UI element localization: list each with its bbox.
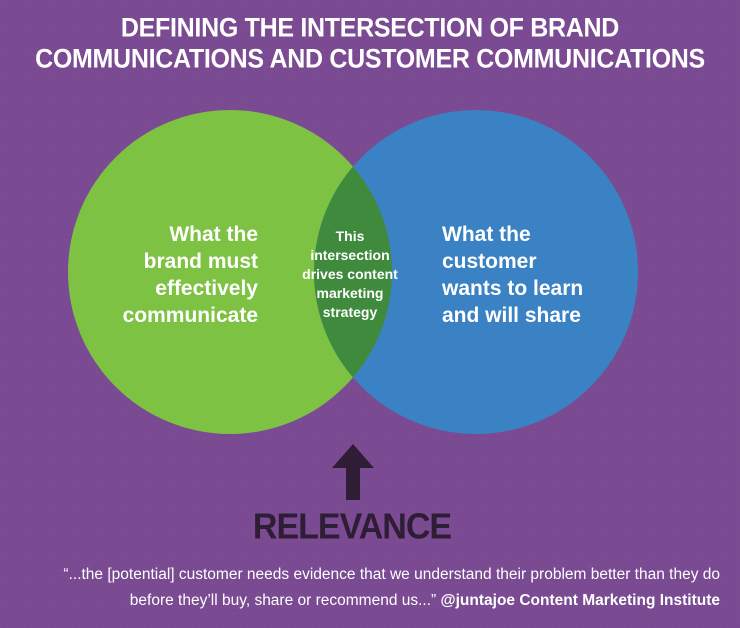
quote-line-2: before they’ll buy, share or recommend u… bbox=[130, 592, 720, 610]
intersection-label: This intersection drives content marketi… bbox=[284, 227, 416, 322]
intersection-label-line: intersection bbox=[310, 247, 390, 263]
right-circle-customer bbox=[314, 110, 638, 434]
left-circle-brand bbox=[68, 110, 392, 434]
left-circle-label: What the brand must effectively communic… bbox=[123, 221, 258, 329]
left-circle-label-line: effectively bbox=[155, 277, 258, 300]
intersection-label-line: strategy bbox=[322, 304, 378, 320]
left-circle-label-line: communicate bbox=[122, 304, 258, 327]
page-title-line-2: COMMUNICATIONS AND CUSTOMER COMMUNICATIO… bbox=[35, 43, 705, 75]
left-circle-label-line: brand must bbox=[143, 250, 258, 273]
relevance-label: RELEVANCE bbox=[252, 507, 452, 547]
right-circle-label-line: What the bbox=[442, 223, 531, 246]
right-circle-label: What the customer wants to learn and wil… bbox=[442, 221, 583, 329]
intersection-label-line: marketing bbox=[316, 285, 384, 301]
quote-line-1: “...the [potential] customer needs evide… bbox=[63, 566, 720, 584]
right-circle-label-line: and will share bbox=[442, 304, 581, 327]
intersection-label-line: drives content bbox=[302, 266, 398, 282]
right-circle-label-line: customer bbox=[442, 250, 537, 273]
quote-text: “...the [potential] customer needs evide… bbox=[63, 566, 720, 583]
left-circle-label-line: What the bbox=[169, 223, 258, 246]
intersection-label-line: This bbox=[335, 228, 365, 244]
up-arrow-icon bbox=[332, 444, 374, 500]
quote-credit: @juntajoe Content Marketing Institute bbox=[440, 592, 720, 609]
quote-text: before they’ll buy, share or recommend u… bbox=[129, 592, 437, 609]
right-circle-label-line: wants to learn bbox=[442, 277, 584, 300]
page-title-line-1: DEFINING THE INTERSECTION OF BRAND bbox=[120, 12, 620, 44]
